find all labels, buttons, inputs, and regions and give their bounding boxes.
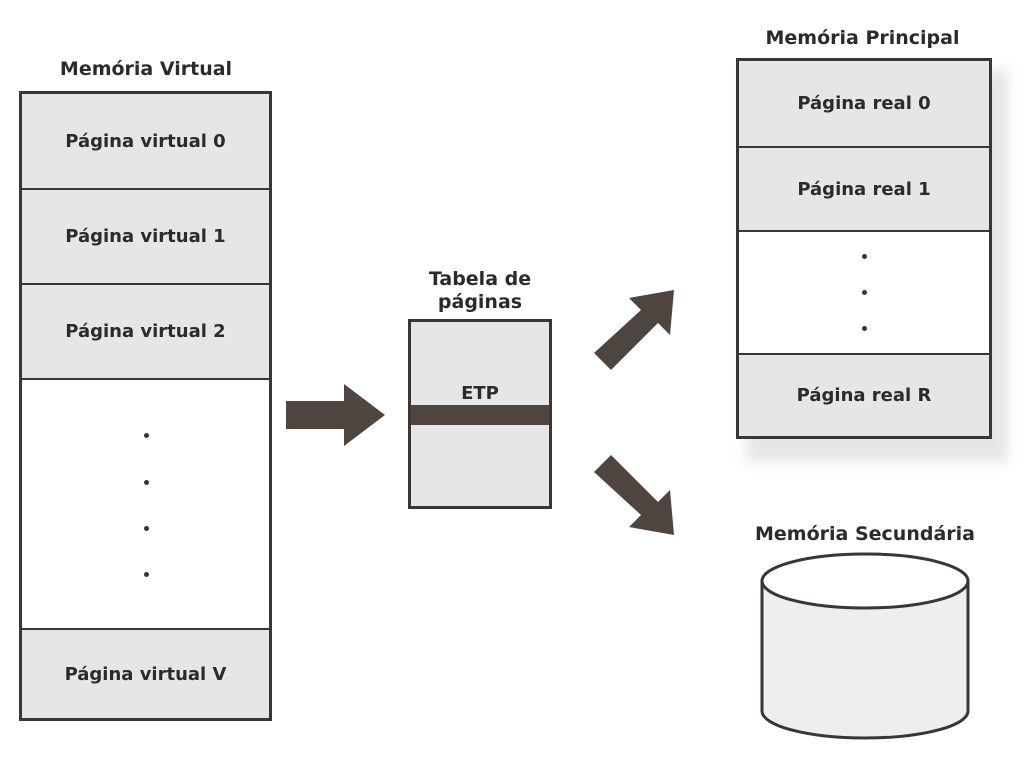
ellipsis-dot [862,254,867,259]
virtual-page-v-label: Página virtual V [64,663,227,685]
page-table-title-line1: Tabela de [428,268,532,290]
virtual-page-0-label: Página virtual 0 [65,130,226,152]
real-page-r: Página real R [739,353,989,436]
virtual-page-1: Página virtual 1 [22,188,269,283]
ellipsis-dot [144,480,149,485]
page-table-block: ETP [408,319,552,509]
page-table-entry [411,405,549,425]
virtual-memory-block: Página virtual 0 Página virtual 1 Página… [19,91,272,721]
page-table-title-line2: páginas [437,291,523,313]
virtual-pages-ellipsis [22,378,269,628]
ellipsis-dot [144,526,149,531]
arrow-down-right-icon [594,455,674,535]
virtual-memory-title: Memória Virtual [59,58,233,80]
real-page-1-label: Página real 1 [797,178,931,200]
real-pages-ellipsis [739,230,989,353]
page-table-entry-label: ETP [461,382,499,404]
real-page-0-label: Página real 0 [797,93,931,114]
disk-cylinder-icon [760,552,970,740]
real-page-0: Página real 0 [739,61,989,146]
ellipsis-dot [144,433,149,438]
arrow-up-right-icon [594,290,674,370]
ellipsis-dot [144,572,149,577]
ellipsis-dot [862,290,867,295]
real-page-1: Página real 1 [739,146,989,230]
page-table-title: Tabela de páginas [400,268,560,314]
virtual-page-v: Página virtual V [22,628,269,718]
real-page-r-label: Página real R [796,385,932,406]
virtual-page-2: Página virtual 2 [22,283,269,378]
virtual-page-0: Página virtual 0 [22,94,269,188]
ellipsis-dot [862,326,867,331]
main-memory-title: Memória Principal [765,27,960,49]
main-memory-block: Página real 0 Página real 1 Página real … [736,58,992,439]
virtual-page-1-label: Página virtual 1 [65,226,226,247]
arrow-right-icon [286,384,385,446]
virtual-page-2-label: Página virtual 2 [65,321,226,342]
secondary-memory-title: Memória Secundária [755,523,975,545]
